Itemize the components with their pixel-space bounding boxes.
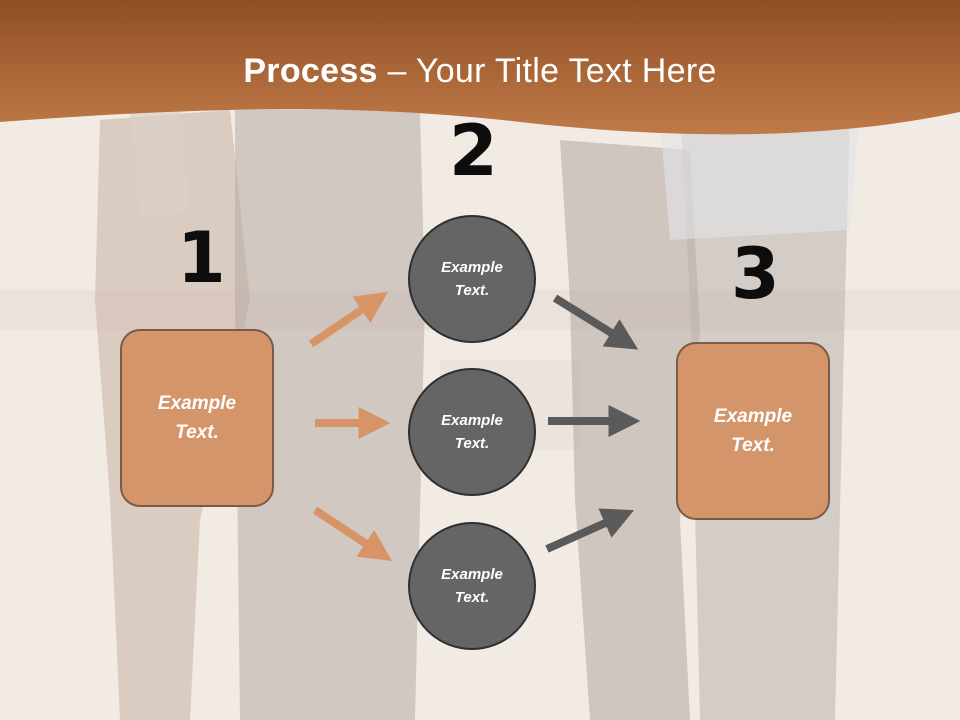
circle-top-line2: Text. xyxy=(454,282,490,299)
right-box-line2: Text. xyxy=(731,435,775,456)
step-number-2: 2 xyxy=(449,110,498,192)
arrow-to-top-circle xyxy=(308,291,388,348)
circle-middle-line1: Example xyxy=(441,412,503,429)
page-title: Process – Your Title Text Here xyxy=(0,52,960,91)
arrow-from-top-circle xyxy=(552,294,639,350)
circle-middle-line2: Text. xyxy=(454,435,490,452)
arrow-from-bottom-circle xyxy=(545,508,635,553)
title-bold: Process xyxy=(243,52,378,90)
arrow-to-bottom-circle xyxy=(312,506,393,561)
left-box-line2: Text. xyxy=(175,422,219,443)
circle-bottom-line2: Text. xyxy=(454,589,490,606)
left-box-line1: Example xyxy=(157,393,237,414)
step-number-3: 3 xyxy=(731,233,780,315)
title-rest: – Your Title Text Here xyxy=(377,52,717,90)
circle-top-line1: Example xyxy=(441,259,503,276)
step-number-1: 1 xyxy=(177,217,226,299)
right-box-line1: Example xyxy=(713,406,793,427)
circle-bottom-line1: Example xyxy=(441,566,503,583)
